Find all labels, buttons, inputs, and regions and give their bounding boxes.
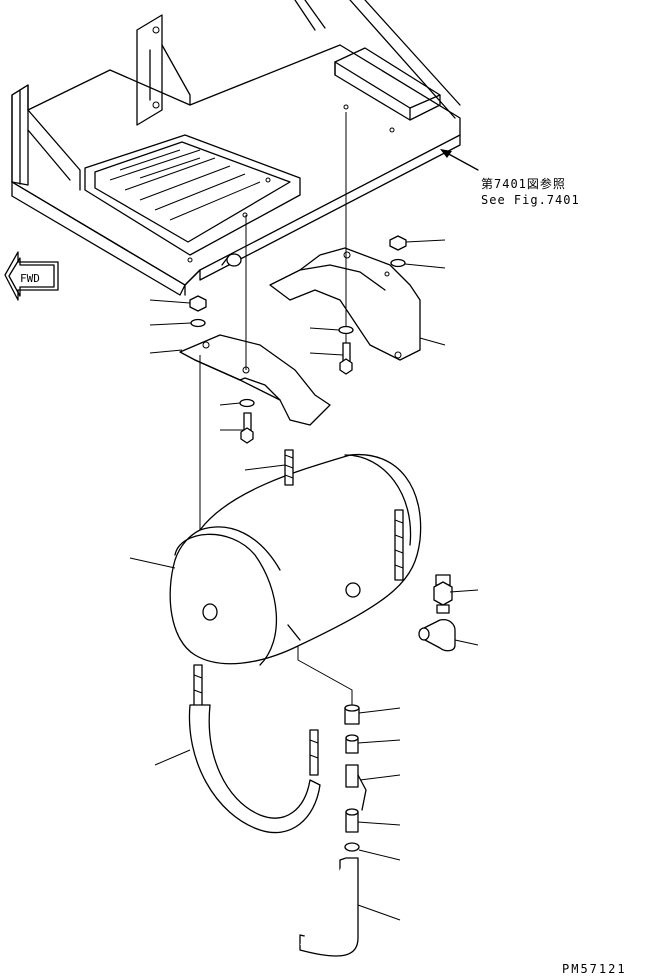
fasteners: [190, 236, 406, 443]
tie-rods: [194, 450, 403, 775]
side-fittings: [419, 575, 455, 651]
drain-hose: [300, 858, 358, 956]
fwd-label: FWD: [20, 272, 40, 285]
reference-note-en: See Fig.7401: [481, 193, 580, 207]
lower-strap-band: [189, 705, 320, 833]
drain-fittings: [345, 705, 366, 851]
assembly-lines: [200, 112, 352, 705]
left-strap-bracket: [180, 335, 330, 425]
right-strap-bracket: [270, 248, 420, 360]
platform-frame: [12, 0, 460, 295]
drawing-number: PM57121: [562, 962, 627, 976]
reference-note-ja: 第7401図参照: [481, 177, 566, 191]
fwd-direction-arrow: FWD: [5, 252, 58, 300]
air-tank: [170, 455, 420, 665]
leader-lines: [130, 240, 478, 920]
reference-arrow: [440, 149, 478, 170]
